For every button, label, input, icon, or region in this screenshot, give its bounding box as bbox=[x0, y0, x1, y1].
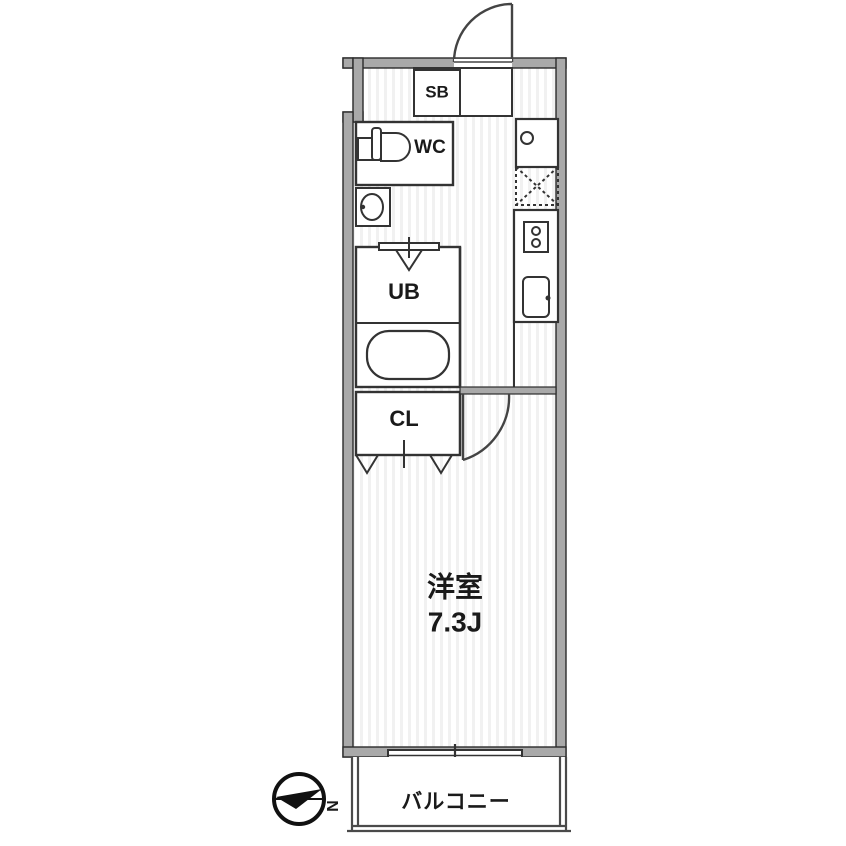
compass-north-label: N bbox=[323, 800, 340, 812]
closet-label: CL bbox=[389, 406, 418, 431]
bathtub bbox=[365, 329, 451, 381]
unit-bath-door bbox=[378, 237, 440, 272]
vent-opening bbox=[515, 166, 559, 206]
washing-machine-drain bbox=[520, 131, 534, 145]
closet-door bbox=[355, 440, 453, 475]
shoe-box-label: SB bbox=[425, 82, 449, 101]
closet bbox=[354, 390, 462, 475]
closet-walls bbox=[354, 390, 462, 457]
balcony-floor bbox=[352, 757, 566, 831]
toilet-room bbox=[354, 120, 455, 187]
sink bbox=[522, 276, 550, 318]
balcony-label: バルコニー bbox=[401, 791, 511, 814]
toilet-bowl bbox=[380, 132, 411, 162]
closet-door-fold-right bbox=[429, 454, 453, 475]
washbasin-area bbox=[355, 187, 391, 227]
entrance-door bbox=[452, 2, 514, 67]
kitchen-area bbox=[512, 117, 560, 391]
room-door-arc bbox=[462, 393, 511, 462]
compass bbox=[272, 772, 326, 826]
vent-box bbox=[515, 166, 559, 206]
washbasin-faucet bbox=[360, 204, 366, 210]
main-room-label: 洋室 bbox=[427, 570, 483, 602]
entrance-door-opening bbox=[454, 59, 512, 67]
wall-alcove-vert bbox=[352, 57, 364, 123]
entrance-area bbox=[413, 67, 513, 117]
main-room-area: 7.3J bbox=[428, 606, 483, 637]
ub-door-fold bbox=[395, 249, 423, 272]
toilet-fixture bbox=[357, 127, 411, 162]
wall-top-left-corner bbox=[342, 57, 354, 69]
stove-burner-1 bbox=[531, 226, 541, 236]
unit-bath bbox=[354, 237, 462, 389]
wall-left bbox=[342, 111, 354, 758]
toilet-tank-body bbox=[371, 127, 382, 161]
balcony bbox=[347, 757, 571, 833]
unit-bath-label: UB bbox=[388, 279, 420, 304]
closet-door-fold-left bbox=[355, 454, 379, 475]
balcony-rail bbox=[347, 757, 571, 833]
entrance-door-arc bbox=[452, 2, 513, 63]
compass-needle-north bbox=[276, 789, 322, 809]
shoe-box bbox=[413, 69, 461, 117]
stove-burner-2 bbox=[531, 238, 541, 248]
toilet-label: WC bbox=[414, 137, 446, 158]
room-partition-wall bbox=[459, 386, 557, 395]
sink-faucet bbox=[545, 295, 551, 301]
room-door bbox=[458, 247, 557, 462]
